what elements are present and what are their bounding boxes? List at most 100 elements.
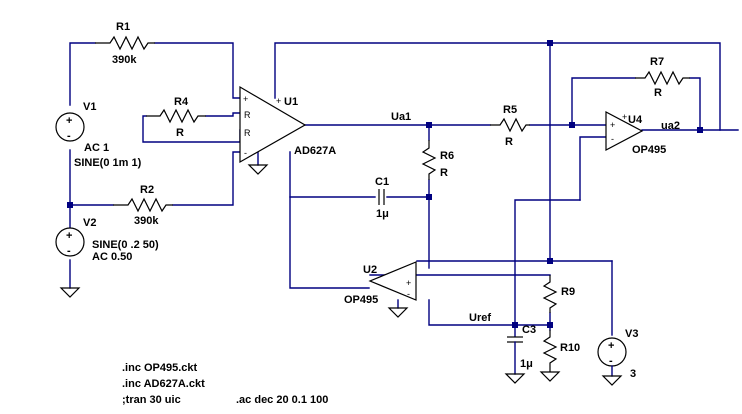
- v3-value: 3: [630, 368, 636, 380]
- opamp-u1[interactable]: + R R - + U1 AD627A: [239, 85, 336, 164]
- r2-name: R2: [140, 184, 154, 196]
- junction-dot: [67, 202, 73, 208]
- opamp-triangle: [239, 85, 307, 164]
- c3-value: 1μ: [520, 358, 533, 370]
- source-circle: [55, 227, 85, 257]
- ground-icon: [387, 307, 409, 318]
- voltage-source-v1[interactable]: + - V1 AC 1 SINE(0 1m 1): [55, 101, 142, 169]
- resistor-zigzag: [95, 35, 155, 51]
- directive-inc-ad627a: .inc AD627A.ckt: [122, 378, 205, 390]
- r5-name: R5: [503, 104, 517, 116]
- wire-v1-to-r1: [69, 42, 96, 106]
- u2-model: OP495: [344, 294, 378, 306]
- wire-r7-right: [689, 77, 701, 131]
- ground-icon: [247, 164, 269, 175]
- directive-inc-op495: .inc OP495.ckt: [122, 362, 198, 374]
- resistor-zigzag: [146, 108, 206, 124]
- r6-value: R: [440, 167, 448, 179]
- u4-model: OP495: [632, 144, 666, 156]
- wire-u1-pin-to-r4: [205, 112, 241, 117]
- resistor-r4[interactable]: R4 R: [146, 96, 206, 139]
- u1-minus-pin: -: [244, 148, 247, 158]
- u1-model: AD627A: [294, 145, 336, 157]
- ground-icon: [601, 375, 623, 386]
- ground-icon: [539, 371, 561, 382]
- resistor-r7[interactable]: R7 R: [635, 56, 690, 99]
- v1-name: V1: [83, 101, 96, 113]
- v2-ac: AC 0.50: [92, 251, 132, 263]
- resistor-r1[interactable]: R1 390k: [95, 21, 155, 66]
- opamp-u4[interactable]: + - + U4 OP495: [605, 111, 666, 156]
- u1-gain-pin-2: R: [244, 128, 251, 138]
- r4-name: R4: [174, 96, 189, 108]
- resistor-r5[interactable]: R5 R: [490, 104, 530, 148]
- resistor-zigzag: [113, 197, 173, 213]
- u2-minus-pin: -: [407, 289, 410, 299]
- resistor-r10[interactable]: R10: [542, 330, 580, 372]
- directive-tran: ;tran 30 uic: [122, 394, 181, 406]
- v2-plus-symbol: +: [66, 230, 72, 242]
- net-label-uref: Uref: [469, 312, 491, 324]
- directive-ac: .ac dec 20 0.1 100: [236, 394, 328, 406]
- u1-gain-pin-1: R: [244, 110, 251, 120]
- r5-value: R: [505, 136, 513, 148]
- net-label-ua1: Ua1: [391, 111, 411, 123]
- opamp-u2[interactable]: + - U2 OP495: [344, 261, 417, 306]
- r7-name: R7: [650, 56, 664, 68]
- u2-name: U2: [363, 264, 377, 276]
- r1-name: R1: [116, 21, 130, 33]
- opamp-triangle: [368, 261, 417, 301]
- c1-value: 1μ: [376, 208, 389, 220]
- wire-u1-ref-to-u2: [289, 151, 370, 289]
- resistor-zigzag: [490, 117, 530, 133]
- ground-icon: [59, 287, 81, 298]
- voltage-source-v2[interactable]: + - V2 SINE(0 .2 50) AC 0.50: [55, 217, 159, 263]
- resistor-zigzag: [542, 275, 558, 313]
- v2-minus-symbol: -: [67, 245, 71, 257]
- v1-plus-symbol: +: [66, 115, 72, 127]
- source-circle: [55, 112, 85, 142]
- r7-value: R: [654, 87, 662, 99]
- resistor-r2[interactable]: R2 390k: [113, 184, 173, 227]
- wire-r2-to-u1-minus: [172, 151, 241, 206]
- wire-r1-to-u1-plus: [154, 42, 241, 99]
- u4-minus-pin: -: [611, 134, 614, 144]
- c1-name: C1: [375, 176, 389, 188]
- r10-name: R10: [560, 342, 580, 354]
- voltage-source-v3[interactable]: + - V3 3: [597, 328, 638, 380]
- junction-dot: [569, 122, 575, 128]
- junction-dot: [547, 40, 553, 46]
- c3-name: C3: [522, 324, 536, 336]
- resistor-r9[interactable]: R9: [542, 275, 575, 313]
- junction-dot: [547, 322, 553, 328]
- u4-plus-pin: +: [610, 120, 615, 130]
- wire-uref-vertical: [514, 199, 581, 326]
- v3-minus-symbol: -: [609, 355, 613, 367]
- ground-symbols: [59, 164, 623, 386]
- r6-name: R6: [440, 150, 454, 162]
- v2-source: SINE(0 .2 50): [92, 239, 159, 251]
- junctions: [67, 40, 703, 328]
- u1-plus-pin: +: [243, 94, 248, 104]
- wires: [69, 42, 739, 337]
- v2-name: V2: [83, 217, 96, 229]
- wire-u4-minus: [579, 136, 607, 201]
- wire-top-rail: [274, 42, 721, 131]
- junction-dot: [547, 258, 553, 264]
- u2-plus-pin: +: [406, 278, 411, 288]
- wire-uref: [428, 299, 551, 326]
- r4-value: R: [176, 127, 184, 139]
- net-label-ua2: ua2: [661, 120, 680, 132]
- v1-source: SINE(0 1m 1): [74, 157, 142, 169]
- spice-directives[interactable]: .inc OP495.ckt .inc AD627A.ckt ;tran 30 …: [122, 362, 328, 406]
- resistor-zigzag: [542, 330, 558, 372]
- capacitor-c3[interactable]: C3 1μ: [507, 324, 536, 375]
- ground-icon: [504, 373, 526, 384]
- resistor-r6[interactable]: R6 R: [421, 140, 454, 180]
- r9-name: R9: [561, 286, 575, 298]
- r1-value: 390k: [112, 54, 137, 66]
- junction-dot: [426, 122, 432, 128]
- u4-name: U4: [628, 114, 643, 126]
- capacitor-c1[interactable]: C1 1μ: [375, 176, 389, 220]
